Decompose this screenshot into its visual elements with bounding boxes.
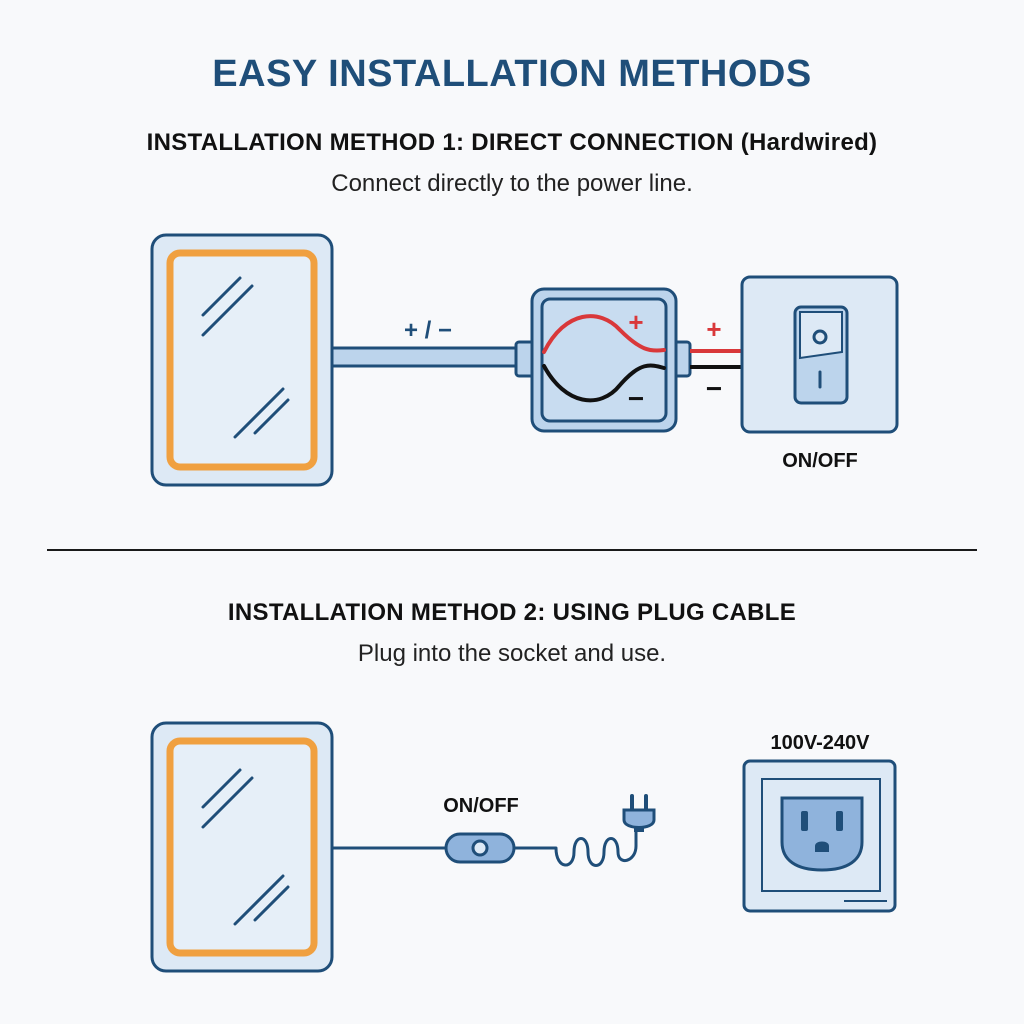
junction-box-icon xyxy=(514,287,692,433)
page-title: EASY INSTALLATION METHODS xyxy=(212,53,812,95)
section-divider xyxy=(47,549,977,551)
mirror-icon xyxy=(150,721,334,973)
mirror-icon xyxy=(150,233,334,487)
plug-cable xyxy=(332,826,638,867)
wire-plus-sign: + xyxy=(706,314,721,344)
wire-polarity-label: + / − xyxy=(404,317,452,344)
plug-icon xyxy=(622,794,656,832)
rocker-switch-icon xyxy=(740,275,899,434)
power-cable xyxy=(330,346,520,368)
voltage-label: 100V-240V xyxy=(771,732,871,754)
wire-minus-sign: − xyxy=(706,373,722,404)
inline-switch-icon xyxy=(444,832,516,864)
switch-label: ON/OFF xyxy=(782,450,858,472)
output-wires xyxy=(690,349,742,369)
junction-plus-sign: + xyxy=(628,307,643,337)
junction-minus-sign: − xyxy=(628,383,644,414)
method-1-subtitle: Connect directly to the power line. xyxy=(331,170,693,197)
wall-socket-icon xyxy=(742,759,897,913)
method-1-heading: INSTALLATION METHOD 1: DIRECT CONNECTION… xyxy=(146,129,878,156)
inline-switch-label: ON/OFF xyxy=(443,795,519,817)
method-2-heading: INSTALLATION METHOD 2: USING PLUG CABLE xyxy=(227,599,797,626)
method-2-subtitle: Plug into the socket and use. xyxy=(357,640,667,667)
